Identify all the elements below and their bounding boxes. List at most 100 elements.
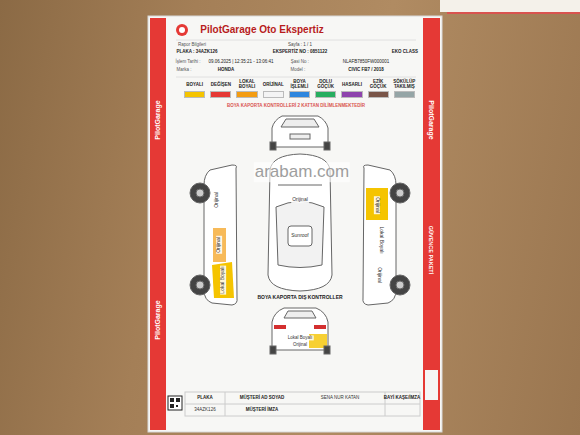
painted-area	[366, 188, 388, 220]
field-label: Model :	[291, 67, 306, 72]
table-cell: PLAKA	[197, 395, 213, 400]
wheel	[190, 275, 210, 295]
other-paper	[440, 0, 580, 12]
field-value: EKO CLASS	[392, 49, 418, 54]
legend-item: SÖKÜLÜP TAKILMIŞ	[392, 80, 417, 98]
legend-item: BOYA İŞLEMLİ	[287, 80, 312, 98]
section-heading-holder: BOYA KAPORTA DIŞ KONTROLLER	[257, 295, 342, 301]
left-strip	[150, 18, 166, 430]
wheel	[390, 275, 410, 295]
legend-swatch	[341, 91, 362, 98]
hub	[396, 281, 404, 289]
table-cell-holder: 34AZK126	[194, 407, 215, 412]
field-label-holder: Rapor Bilgileri	[178, 42, 206, 47]
field-label: Marka :	[176, 67, 191, 72]
legend-item: HASARLI	[339, 80, 364, 98]
plate	[290, 134, 310, 139]
table-rule	[225, 392, 226, 416]
qr-dot	[176, 398, 180, 402]
legend-swatch	[184, 91, 205, 98]
field-value: 09.06.2025 | 12:35:21 - 13:06:41	[208, 59, 273, 64]
field-label-holder: İşlem Tarihi :	[175, 59, 200, 64]
table-cell: MÜŞTERİ AD SOYAD	[240, 395, 285, 400]
report-sheet	[148, 16, 442, 432]
brand-text-holder: PilotGarage	[427, 100, 435, 139]
part-status-holder: Orijinal	[292, 342, 308, 347]
part-status-holder: Orijinal	[376, 266, 382, 284]
part-status: Orijinal	[376, 266, 382, 284]
field-label-holder: Şasi No :	[291, 59, 309, 64]
field-label-holder: Marka :	[176, 67, 191, 72]
field-value: NLAFB7850FW000001	[343, 59, 390, 64]
legend-item: EZİK GÖÇÜK	[366, 80, 391, 98]
brand-text-holder: PilotGarage	[154, 100, 162, 139]
legend-text: HASARLI	[339, 80, 364, 90]
legend-item: LOKAL BOYALI	[234, 80, 259, 98]
watermark-holder: arabam.com	[254, 162, 350, 182]
field-value-holder: EKO CLASS	[392, 49, 418, 54]
part-status: Orijinal	[292, 342, 308, 347]
painted-area	[212, 262, 234, 298]
notice-text-holder: BOYA KAPORTA KONTROLLERİ 2 KATTAN DİLİML…	[227, 103, 365, 108]
part-status-holder: Lokal Boyalı	[220, 265, 226, 294]
field-value: HONDA	[218, 67, 235, 72]
part-status-holder: Sunroof	[290, 233, 310, 239]
table-cell-holder: BAYİ KAŞE/İMZA	[384, 395, 420, 400]
brand-text: GÜVENCE PAKETİ	[428, 226, 434, 275]
part-status: Orijinal	[291, 197, 309, 203]
car-left-side	[190, 165, 237, 305]
brand-text: PilotGarage	[154, 100, 162, 139]
field-value-holder: CIVIC FB7 / 2018	[348, 67, 384, 72]
tail-light	[314, 325, 326, 329]
legend-swatch	[394, 91, 415, 98]
legend-swatch	[289, 91, 310, 98]
footer-table	[185, 392, 420, 416]
part-status: Sunroof	[290, 233, 310, 239]
table-frame	[185, 392, 420, 416]
part-status: Lokal Boyalı	[220, 265, 226, 294]
field-value: Sayfa : 1 / 1	[288, 42, 312, 47]
rear-window	[284, 311, 316, 318]
legend-text: DEĞİŞEN	[208, 80, 233, 90]
legend-text: BOYA İŞLEMLİ	[287, 80, 312, 90]
part-status: Orijinal	[216, 236, 222, 254]
legend-text: EZİK GÖÇÜK	[366, 80, 391, 90]
car-body	[272, 116, 328, 147]
notice-text: BOYA KAPORTA KONTROLLERİ 2 KATTAN DİLİML…	[227, 103, 365, 108]
field-value-holder: EKSPERTİZ NO : 0851122	[273, 49, 328, 54]
wheel	[324, 346, 330, 354]
sunroof	[288, 226, 312, 246]
logo-mark	[176, 24, 188, 36]
field-label: Şasi No :	[291, 59, 309, 64]
part-status-holder: Lokal Boyalı	[287, 335, 314, 340]
qr-code	[168, 396, 182, 410]
part-status-holder: Orijinal	[291, 197, 309, 203]
right-strip	[423, 18, 440, 430]
legend-text: BOYALI	[182, 80, 207, 90]
wheel	[390, 183, 410, 203]
field-value: EKSPERTİZ NO : 0851122	[273, 49, 328, 54]
car-right-side	[363, 165, 410, 305]
legend-item: BOYALI	[182, 80, 207, 98]
field-value-holder: PLAKA : 34AZK126	[176, 49, 217, 54]
tail-light	[274, 325, 286, 329]
qr-frame	[168, 396, 182, 410]
watermark: arabam.com	[254, 162, 350, 182]
roof	[276, 202, 324, 268]
qr-dot	[170, 398, 174, 402]
legend-swatch	[263, 91, 284, 98]
legend-item: DEĞİŞEN	[208, 80, 233, 98]
legend-text: ORİJİNAL	[261, 80, 286, 90]
windshield	[281, 119, 319, 127]
field-value-holder: Sayfa : 1 / 1	[288, 42, 312, 47]
legend-swatch	[368, 91, 389, 98]
car-rear-view	[270, 308, 330, 354]
hood-line	[278, 185, 322, 186]
legend-item: DOLU GÖÇÜK	[313, 80, 338, 98]
hub	[196, 281, 204, 289]
field-value: CIVIC FB7 / 2018	[348, 67, 384, 72]
car-front-view	[270, 116, 330, 150]
table-cell: MÜŞTERİ İMZA	[246, 407, 279, 412]
wheel	[324, 142, 330, 150]
logo-mark	[179, 27, 185, 33]
